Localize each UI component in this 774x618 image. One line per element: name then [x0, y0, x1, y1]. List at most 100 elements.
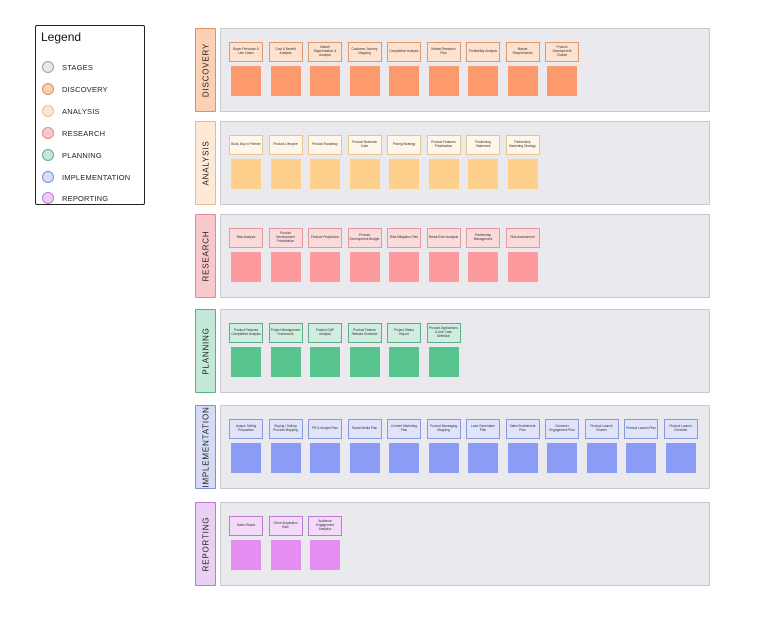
task-card[interactable]: Customer Engagement Plan [545, 419, 579, 439]
sticky-note[interactable] [349, 443, 380, 473]
task-card[interactable]: Product Applications & Use Case Definiti… [426, 323, 461, 343]
sticky-note[interactable] [389, 252, 419, 282]
sticky-note[interactable] [310, 66, 340, 96]
task-card[interactable]: Social Media Plan [347, 419, 382, 439]
task-card[interactable]: Audience Engagement Analytics [308, 516, 342, 536]
sticky-note[interactable] [270, 159, 301, 189]
task-card[interactable]: Product Lifecycle [268, 135, 303, 155]
sticky-note[interactable] [310, 347, 340, 377]
sticky-note[interactable] [389, 66, 419, 96]
sticky-note[interactable] [270, 252, 301, 282]
task-card[interactable]: Product Launch Checklist [663, 419, 698, 439]
sticky-note[interactable] [310, 443, 340, 473]
task-card[interactable]: Partnership Management [466, 228, 500, 248]
sticky-note[interactable] [468, 252, 498, 282]
task-card[interactable]: Buying / Selling Process Mapping [268, 419, 303, 439]
sticky-note[interactable] [547, 443, 577, 473]
sticky-note[interactable] [428, 66, 459, 96]
sticky-note[interactable] [349, 66, 380, 96]
legend-item-planning: PLANNING [42, 148, 102, 162]
task-card[interactable]: Cost & Benefit Analysis [268, 42, 303, 62]
sticky-note[interactable] [310, 159, 340, 189]
task-card[interactable]: Content Marketing Plan [387, 419, 421, 439]
task-card[interactable]: Customer Journey Mapping [347, 42, 382, 62]
sticky-note[interactable] [231, 443, 261, 473]
task-card[interactable]: Partnership Marketing Strategy [505, 135, 540, 155]
task-card[interactable]: Lead Generation Plan [466, 419, 500, 439]
task-card[interactable]: Risk Analysis [229, 228, 263, 248]
task-card[interactable]: Product Features Prioritization [426, 135, 461, 155]
sticky-note[interactable] [231, 347, 261, 377]
sticky-note[interactable] [270, 540, 301, 570]
sticky-note[interactable] [468, 66, 498, 96]
task-card[interactable]: Product Messaging Mapping [426, 419, 461, 439]
sticky-note[interactable] [626, 443, 656, 473]
task-card[interactable]: Market Segmentation & Analysis [308, 42, 342, 62]
sticky-note[interactable] [310, 252, 340, 282]
sticky-note[interactable] [349, 347, 380, 377]
task-card[interactable]: Competitive Analysis [387, 42, 421, 62]
sticky-note[interactable] [231, 66, 261, 96]
sticky-note[interactable] [468, 159, 498, 189]
sticky-note[interactable] [428, 443, 459, 473]
task-card[interactable]: Profitability Analysis [466, 42, 500, 62]
sticky-note[interactable] [270, 347, 301, 377]
sticky-note[interactable] [389, 159, 419, 189]
sticky-note[interactable] [428, 159, 459, 189]
stage-tab: IMPLEMENTATION [195, 405, 216, 489]
task-card[interactable]: Market Research Plan [426, 42, 461, 62]
sticky-note[interactable] [310, 540, 340, 570]
task-card[interactable]: Product Launch Charter [584, 419, 619, 439]
sticky-note[interactable] [349, 252, 380, 282]
task-card[interactable]: Break Even Analysis [426, 228, 461, 248]
task-card[interactable]: Product Feature Release Schedule [347, 323, 382, 343]
task-card[interactable]: Client Acquisition Rate [268, 516, 303, 536]
task-card[interactable]: Build, Buy or Partner [229, 135, 263, 155]
task-card[interactable]: Product Development Budget [347, 228, 382, 248]
task-card[interactable]: Project Management Framework [268, 323, 303, 343]
sticky-note[interactable] [507, 159, 538, 189]
task-card[interactable]: Unique Selling Proposition [229, 419, 263, 439]
task-card[interactable]: Product Launch Plan [624, 419, 658, 439]
sticky-note[interactable] [349, 159, 380, 189]
task-card[interactable]: Market Requirements [505, 42, 540, 62]
sticky-note[interactable] [231, 252, 261, 282]
sticky-note[interactable] [507, 443, 538, 473]
sticky-note[interactable] [389, 347, 419, 377]
sticky-note[interactable] [586, 443, 617, 473]
sticky-note[interactable] [428, 252, 459, 282]
task-card[interactable]: Risk Mitigation Plan [387, 228, 421, 248]
sticky-note[interactable] [389, 443, 419, 473]
task-card[interactable]: Product Roadmap [308, 135, 342, 155]
sticky-note[interactable] [507, 252, 538, 282]
task-card[interactable]: Product Business Case [347, 135, 382, 155]
sticky-note[interactable] [428, 347, 459, 377]
task-card[interactable]: Product Development Prioritization [268, 228, 303, 248]
task-card[interactable]: Pricing Strategy [387, 135, 421, 155]
sticky-note[interactable] [547, 66, 577, 96]
sticky-note[interactable] [468, 443, 498, 473]
sticky-note[interactable] [231, 159, 261, 189]
task-card[interactable]: Product GAP Analysis [308, 323, 342, 343]
task-card[interactable]: Sales Enablement Plan [505, 419, 540, 439]
task-card[interactable]: Project Status Report [387, 323, 421, 343]
sticky-note[interactable] [270, 66, 301, 96]
task-card[interactable]: Finance Projections [308, 228, 342, 248]
task-card[interactable]: Product Development Charter [545, 42, 579, 62]
task-card[interactable]: PR & Analyst Plan [308, 419, 342, 439]
sticky-note[interactable] [507, 66, 538, 96]
sticky-note[interactable] [231, 540, 261, 570]
legend-swatch [42, 171, 54, 183]
task-card[interactable]: Risk Assessment [505, 228, 540, 248]
legend-swatch [42, 105, 54, 117]
task-card[interactable]: Product Features Competitive Analysis [229, 323, 263, 343]
sticky-note[interactable] [665, 443, 696, 473]
task-card[interactable]: Buyer Personas & Use Cases [229, 42, 263, 62]
task-card[interactable]: Sales Report [229, 516, 263, 536]
task-card[interactable]: Positioning Statement [466, 135, 500, 155]
sticky-note[interactable] [270, 443, 301, 473]
